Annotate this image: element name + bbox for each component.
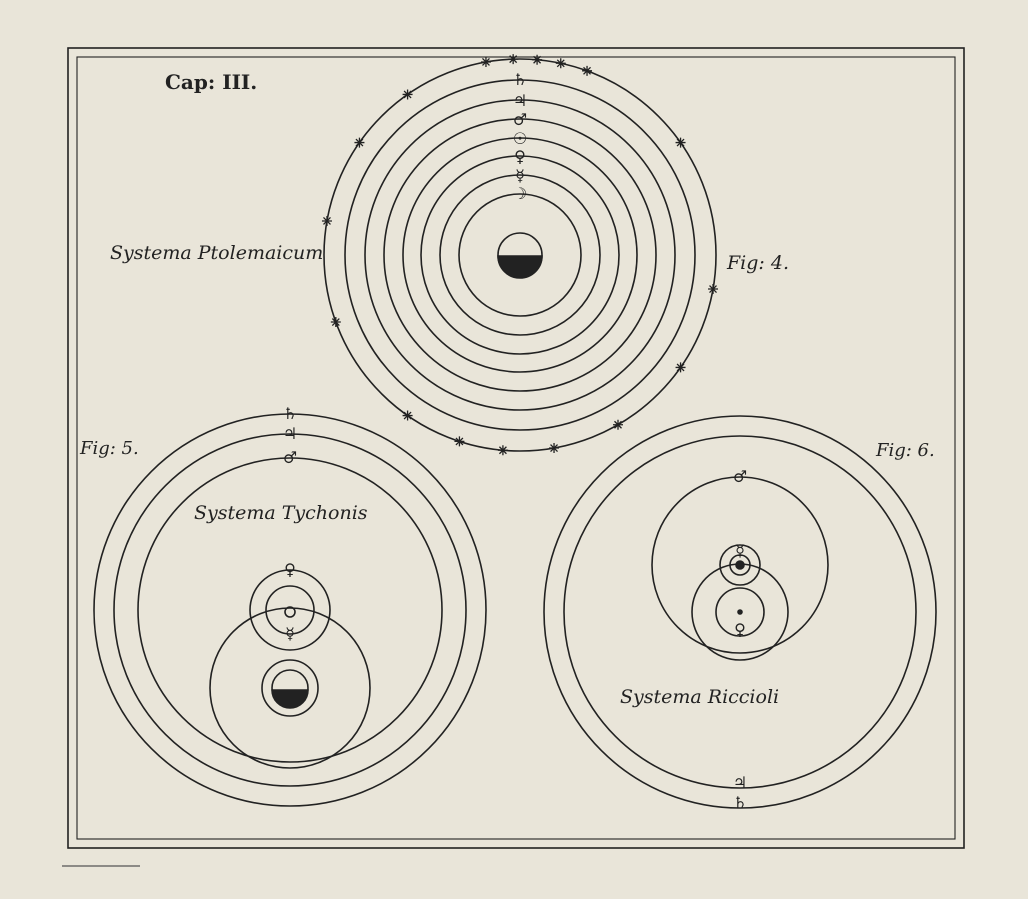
mercury-orbit: [439, 174, 601, 336]
earth-shading: [497, 255, 543, 279]
mercury-orbit: [265, 585, 315, 635]
sun-icon: ☉: [512, 129, 528, 148]
mars-orbit: [383, 118, 657, 392]
tychonic-system-diagram: [93, 413, 487, 807]
star-icon: [708, 284, 719, 295]
mercury-icon: ☿: [515, 166, 525, 185]
saturn-orbit: [344, 79, 696, 431]
saturn-orbit: [113, 433, 467, 787]
star-icon: [480, 56, 491, 67]
sun-center: [284, 606, 296, 618]
mercury-icon: ☿: [735, 541, 745, 560]
star-icon: [354, 137, 365, 148]
outer-orbit: [93, 413, 487, 807]
jupiter-orbit: [364, 99, 676, 411]
star-icon: [582, 65, 593, 76]
sun-orbit: [402, 137, 638, 373]
mars-icon: ♂: [512, 110, 528, 129]
outer-frame: [67, 47, 965, 849]
star-icon: [675, 362, 686, 373]
star-icon: [321, 215, 332, 226]
jupiter-icon: ♃: [732, 773, 748, 792]
star-icon: [613, 419, 623, 430]
mars-icon: ♂: [732, 467, 748, 486]
earth-ring: [715, 587, 765, 637]
star-icon: [555, 58, 566, 69]
ptolemaic-system-diagram: [323, 58, 717, 452]
venus-orbit: [249, 569, 331, 651]
star-icon: [330, 317, 341, 328]
moon-orbit: [458, 193, 582, 317]
venus-orbit: [729, 554, 751, 576]
jupiter-icon: ♃: [512, 91, 528, 110]
star-icon: [508, 54, 519, 65]
figure-4-label: Fig: 4.: [727, 252, 789, 274]
star-markers: [321, 54, 719, 456]
earth-shading: [271, 689, 309, 709]
saturn-icon: ♄: [732, 793, 748, 812]
star-icon: [532, 54, 543, 65]
saturn-icon: ♄: [282, 404, 298, 423]
star-icon: [402, 410, 413, 421]
jupiter-icon: ♃: [282, 424, 298, 443]
mars-orbit: [651, 476, 829, 654]
tychonic-system-title: Systema Tychonis: [194, 502, 368, 524]
figure-5-label: Fig: 5.: [80, 438, 139, 459]
jupiter-orbit: [137, 457, 443, 763]
star-icon: [675, 137, 686, 148]
earth-ring: [261, 659, 319, 717]
venus-icon: ♀: [734, 620, 746, 639]
mercury-icon: ☿: [285, 624, 295, 643]
venus-orbit: [420, 155, 620, 355]
star-icon: [497, 445, 508, 456]
riccioli-system-title: Systema Riccioli: [620, 686, 780, 708]
star-icon: [549, 443, 560, 454]
riccioli-system-diagram: [543, 415, 937, 809]
figure-6-label: Fig: 6.: [876, 440, 935, 461]
outer-orbit: [543, 415, 937, 809]
venus-icon: ♀: [514, 147, 526, 166]
ptolemaic-system-title: Systema Ptolemaicum: [110, 242, 324, 264]
chapter-label: Cap: III.: [165, 70, 258, 94]
sun-center: [735, 560, 745, 570]
fixed-stars-orbit: [323, 58, 717, 452]
saturn-orbit: [563, 435, 917, 789]
mars-icon: ♂: [282, 448, 298, 467]
mercury-orbit: [719, 544, 761, 586]
earth-center: [737, 609, 743, 615]
star-icon: [454, 436, 465, 447]
saturn-icon: ♄: [512, 70, 528, 89]
venus-icon: ♀: [284, 560, 296, 579]
star-icon: [402, 89, 413, 100]
moon-icon: ☽: [512, 184, 528, 203]
sun-orbit: [209, 607, 371, 769]
